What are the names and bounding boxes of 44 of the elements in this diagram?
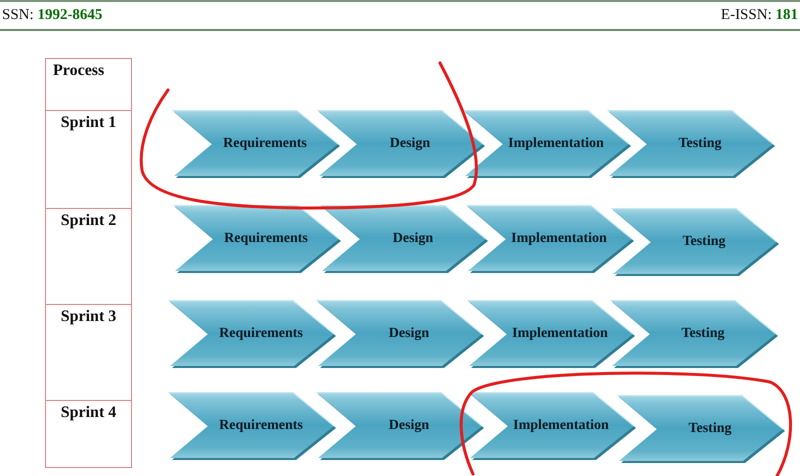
header-text: SSN: 1992-8645 [2,7,102,24]
cell-label: Sprint 4 [60,404,116,422]
sprint-cell [45,400,132,468]
step-label: Design [390,136,430,152]
sprint-cell [45,208,132,305]
chevron-step [168,392,337,461]
step-label: Requirements [224,230,308,246]
step-label: Design [388,418,430,434]
step-label: Testing [682,234,726,250]
table-header-cell [45,58,132,111]
step-label: Implementation [513,418,609,434]
chevron-step [317,110,486,179]
cell-label: Sprint 1 [60,114,116,132]
step-label: Requirements [219,418,303,434]
header-text: E-ISSN: 181 [720,7,798,24]
step-label: Design [392,230,434,246]
chevron-step [316,300,485,369]
chevron-step [173,205,342,274]
chevron-step [168,300,337,369]
step-label: Requirements [219,326,303,342]
chevron-step [468,392,637,461]
sprint-cell [45,304,132,401]
step-label: Implementation [511,230,607,246]
chevron-step [466,205,635,274]
step-label: Implementation [508,136,604,152]
chevron-step [610,300,779,369]
step-label: Implementation [512,326,608,342]
chevron-step [463,110,632,179]
step-label: Testing [688,420,732,436]
step-label: Testing [678,136,722,152]
cell-label: Sprint 2 [60,212,116,230]
step-label: Design [388,326,430,342]
chevron-step [467,300,636,369]
cell-label: Process [53,62,104,80]
cell-label: Sprint 3 [60,308,116,326]
step-label: Testing [681,326,725,342]
chevron-step [617,395,786,464]
chevron-step [172,110,341,179]
step-label: Requirements [223,136,307,152]
chevron-step [316,392,485,461]
sprint-cell [45,110,132,209]
chevron-step [611,208,780,277]
chevron-step [607,110,776,179]
chevron-step [320,205,489,274]
